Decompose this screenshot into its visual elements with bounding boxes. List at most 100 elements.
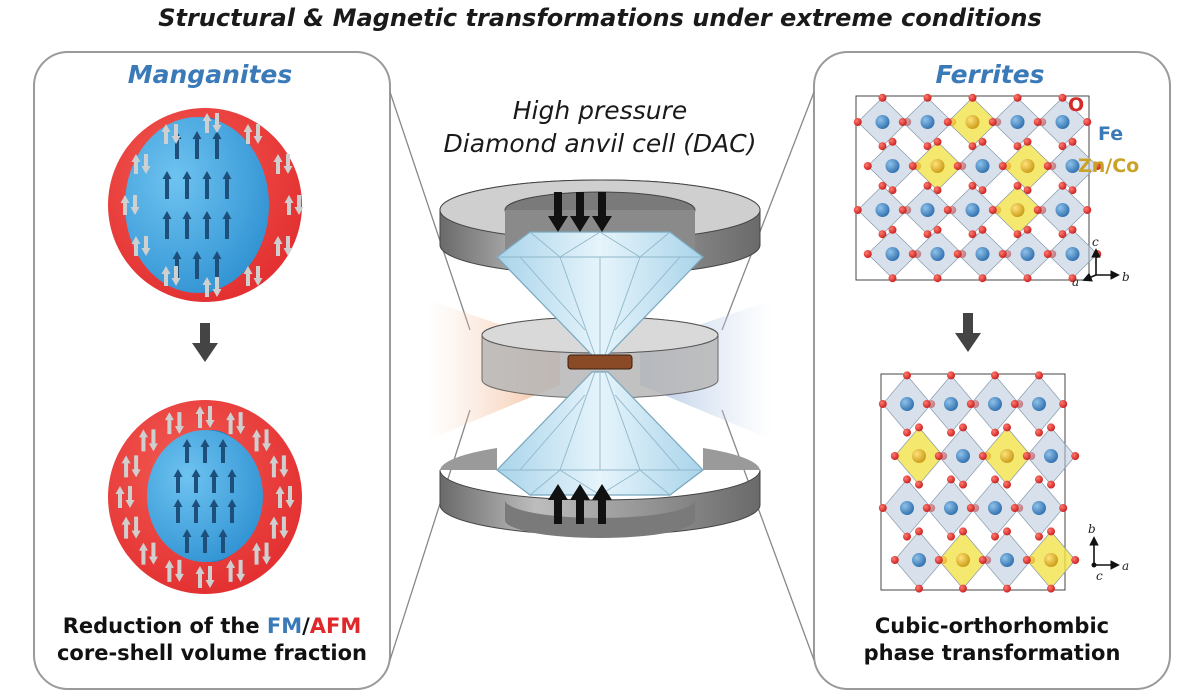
o-atom — [1033, 118, 1042, 126]
o-atom — [1023, 137, 1032, 146]
fe-atom — [885, 247, 900, 261]
spin-up-arrow-icon — [273, 236, 283, 256]
spin-up-arrow-icon — [202, 113, 212, 133]
spin-up-arrow-icon — [182, 171, 192, 199]
spin-up-arrow-icon — [226, 559, 236, 582]
spin-down-arrow-icon — [171, 266, 181, 287]
spin-down-arrow-icon — [171, 123, 181, 144]
o-atom — [991, 371, 999, 380]
spin-up-arrow-icon — [209, 469, 219, 493]
o-atom — [1022, 556, 1031, 564]
spin-down-arrow-icon — [236, 559, 246, 582]
o-atom — [903, 371, 911, 380]
nanoparticle-small-core — [108, 400, 302, 594]
spin-down-arrow-icon — [253, 266, 263, 287]
o-atom — [1035, 371, 1043, 380]
spin-up-arrow-icon — [164, 412, 174, 435]
spin-up-arrow-icon — [195, 406, 205, 428]
o-atom — [1013, 181, 1022, 190]
spin-down-arrow-icon — [174, 412, 184, 435]
o-atom — [1068, 137, 1077, 146]
spin-down-arrow-icon — [253, 123, 263, 144]
o-atom — [943, 118, 952, 126]
o-atom — [878, 230, 887, 239]
o-atom — [934, 556, 943, 564]
o-atom — [1003, 480, 1011, 489]
o-atom — [966, 400, 975, 408]
spin-up-arrow-icon — [162, 211, 172, 239]
o-atom — [1010, 400, 1019, 408]
fe-atom — [1020, 247, 1035, 261]
spin-up-arrow-icon — [218, 439, 228, 463]
down-arrow-icon — [955, 313, 981, 352]
o-atom — [863, 250, 872, 258]
spin-down-arrow-icon — [285, 486, 295, 508]
o-atom — [953, 250, 962, 258]
spin-up-arrow-icon — [121, 455, 131, 478]
o-atom — [1047, 584, 1055, 593]
fe-atom — [988, 397, 1002, 411]
o-atom — [863, 162, 872, 170]
o-atom — [888, 137, 897, 146]
spin-up-arrow-icon — [195, 566, 205, 588]
o-atom — [998, 250, 1007, 258]
spin-up-arrow-icon — [182, 439, 192, 463]
zn-co-atom — [930, 159, 945, 173]
fe-atom — [1032, 501, 1046, 515]
connector-line — [389, 91, 471, 331]
spin-down-arrow-icon — [262, 429, 272, 452]
caption-line-2: core-shell volume fraction — [56, 641, 368, 665]
o-atom — [947, 428, 955, 437]
fe-atom — [944, 501, 958, 515]
o-atom — [1035, 428, 1043, 437]
o-atom — [959, 480, 967, 489]
fe-atom — [975, 159, 990, 173]
spin-up-arrow-icon — [227, 499, 237, 523]
o-atom — [968, 93, 977, 102]
o-atom — [959, 423, 967, 432]
o-atom — [1068, 186, 1077, 195]
spin-down-arrow-icon — [294, 195, 304, 215]
spin-up-arrow-icon — [191, 469, 201, 493]
spin-down-arrow-icon — [212, 277, 222, 297]
legend-oxygen: O — [1068, 94, 1085, 116]
spin-up-arrow-icon — [284, 195, 294, 215]
zn-co-atom — [1020, 159, 1035, 173]
orthorhombic-structure — [878, 371, 1080, 593]
spin-up-arrow-icon — [138, 429, 148, 452]
axis-label-c: c — [1092, 235, 1099, 249]
o-atom — [923, 230, 932, 239]
o-atom — [978, 186, 987, 195]
o-atom — [908, 162, 917, 170]
spin-up-arrow-icon — [161, 123, 171, 144]
o-atom — [1059, 504, 1068, 512]
o-atom — [1071, 556, 1080, 564]
spin-up-arrow-icon — [182, 211, 192, 239]
right-panel-title: Ferrites — [935, 60, 1045, 89]
spin-up-arrow-icon — [115, 486, 125, 508]
diamond-anvil-cell — [428, 179, 772, 538]
fe-atom — [1010, 115, 1025, 129]
cubic-spinel-structure — [853, 93, 1102, 283]
o-atom — [903, 475, 911, 484]
pressure-arrows-down — [548, 192, 612, 232]
o-atom — [853, 206, 862, 214]
o-atom — [978, 274, 987, 283]
axis-label-a: a — [1072, 275, 1079, 289]
o-atom — [1023, 225, 1032, 234]
caption-sep: / — [302, 614, 310, 638]
o-atom — [1071, 452, 1080, 460]
spin-up-arrow-icon — [222, 171, 232, 199]
fe-atom — [900, 397, 914, 411]
caption-line-2: phase transformation — [863, 641, 1121, 665]
spin-down-arrow-icon — [148, 429, 158, 452]
spin-up-arrow-icon — [121, 516, 131, 539]
o-atom — [1093, 162, 1102, 170]
o-atom — [959, 527, 967, 536]
o-atom — [1023, 186, 1032, 195]
o-atom — [966, 504, 975, 512]
o-atom — [934, 452, 943, 460]
spin-up-arrow-icon — [192, 131, 202, 159]
zn-co-atom — [912, 449, 926, 463]
o-atom — [968, 181, 977, 190]
